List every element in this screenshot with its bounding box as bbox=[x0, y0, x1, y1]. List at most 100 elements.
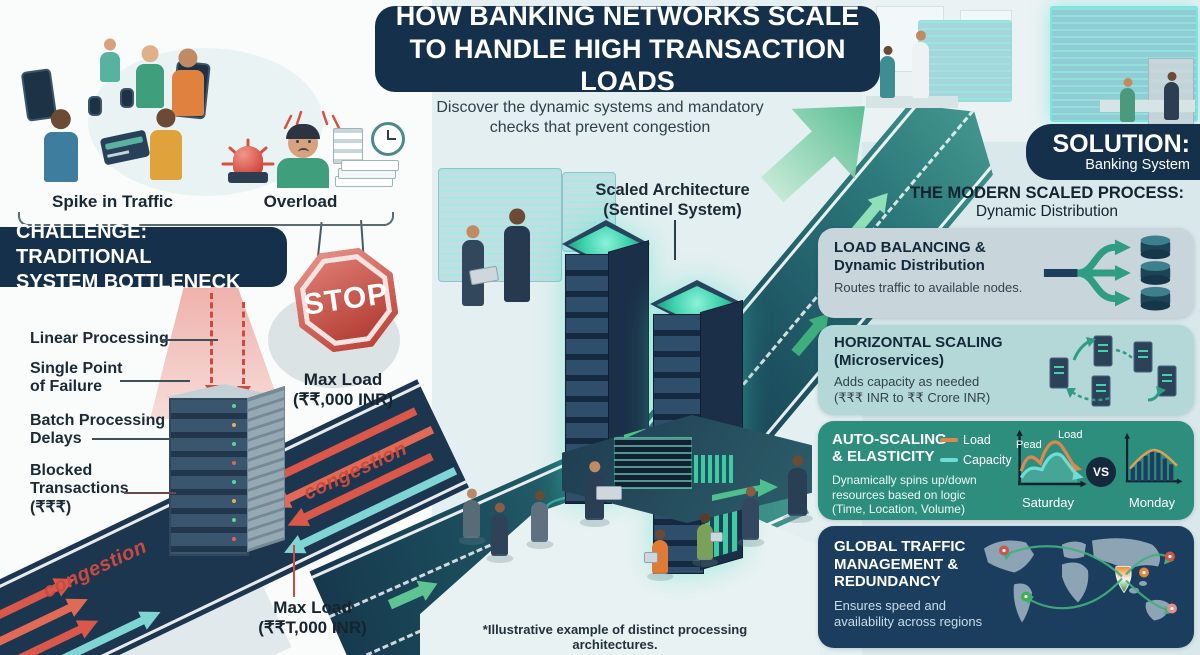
failure-arrow-dashed bbox=[242, 302, 245, 384]
issue-single-point: Single Point of Failure bbox=[30, 360, 123, 396]
overload-illustration bbox=[215, 100, 405, 200]
panel2-title-line2: (Microservices) bbox=[834, 352, 945, 369]
failure-arrow-dashed bbox=[210, 293, 213, 383]
saturday-peak-label: Pead bbox=[1016, 439, 1042, 451]
stressed-person bbox=[277, 124, 329, 188]
crowd-figure bbox=[742, 498, 759, 540]
leader-line bbox=[160, 339, 218, 341]
office-worker bbox=[912, 42, 929, 98]
panel3-title: AUTO-SCALING & ELASTICITY bbox=[832, 431, 947, 466]
crowd-figure bbox=[463, 500, 480, 538]
database-icon bbox=[1140, 286, 1171, 311]
saturday-chart bbox=[1016, 429, 1087, 488]
panel1-title-line2: Dynamic Distribution bbox=[834, 257, 985, 274]
world-map bbox=[984, 538, 1177, 623]
tablet-icon bbox=[644, 552, 658, 563]
phone-icon bbox=[120, 88, 134, 108]
max-load-leader bbox=[293, 545, 295, 597]
siren-rays-icon bbox=[221, 138, 275, 166]
customer-figure bbox=[100, 52, 120, 82]
footnote: *Illustrative example of distinct proces… bbox=[482, 622, 748, 652]
crowd-figure bbox=[585, 474, 604, 520]
database-icon bbox=[1140, 235, 1171, 260]
saturday-load-label: Load bbox=[1058, 429, 1083, 441]
crowd-figure bbox=[531, 502, 548, 542]
customer-figure bbox=[150, 130, 182, 180]
stress-marks-icon bbox=[283, 110, 341, 130]
group-bracket bbox=[18, 212, 394, 226]
code-screen bbox=[438, 168, 562, 282]
panel-auto-scaling: AUTO-SCALING & ELASTICITY Load Capacity … bbox=[818, 421, 1194, 520]
office-worker bbox=[1164, 82, 1179, 120]
monday-axis-label: Monday bbox=[1128, 495, 1176, 510]
issue-batch-delays: Batch Processing Delays bbox=[30, 412, 166, 448]
leader-line bbox=[120, 380, 190, 382]
spike-label: Spike in Traffic bbox=[52, 192, 173, 211]
panel-horizontal-scaling: HORIZONTAL SCALING (Microservices) Adds … bbox=[818, 325, 1194, 415]
process-line1: THE MODERN SCALED PROCESS: bbox=[909, 184, 1185, 202]
issue-linear-processing: Linear Processing bbox=[30, 330, 169, 347]
leader-line bbox=[124, 492, 176, 494]
congestion-road bbox=[0, 379, 469, 655]
vs-badge: VS bbox=[1086, 457, 1116, 487]
legend-capacity-label: Capacity bbox=[963, 453, 1012, 467]
customer-figure bbox=[136, 64, 164, 108]
map-pins bbox=[999, 545, 1177, 614]
architecture-label: Scaled Architecture (Sentinel System) bbox=[595, 181, 750, 219]
panel3-body: Dynamically spins up/down resources base… bbox=[832, 473, 977, 517]
legend-capacity-swatch bbox=[940, 458, 958, 462]
crowd-figure bbox=[491, 514, 508, 556]
solution-badge: SOLUTION: Banking System bbox=[1026, 124, 1200, 180]
issue-blocked-transactions: Blocked Transactions (₹₹₹) bbox=[30, 462, 129, 516]
siren-icon bbox=[233, 146, 263, 174]
tablet-icon bbox=[710, 532, 723, 542]
monday-chart bbox=[1124, 432, 1183, 485]
legend-load-label: Load bbox=[963, 433, 991, 447]
crowd-figure bbox=[652, 540, 668, 574]
office-worker bbox=[1120, 88, 1135, 122]
panel1-title-line1: LOAD BALANCING & bbox=[834, 239, 986, 256]
siren-base bbox=[228, 172, 268, 183]
panel-global-traffic: GLOBAL TRAFFIC MANAGEMENT & REDUNDANCY E… bbox=[818, 526, 1194, 648]
office-worker bbox=[880, 56, 895, 98]
load-balancer-icon bbox=[1043, 235, 1171, 311]
panel1-body: Routes traffic to available nodes. bbox=[834, 280, 1023, 295]
process-line2: Dynamic Distribution bbox=[975, 203, 1119, 220]
title-banner: HOW BANKING NETWORKS SCALE TO HANDLE HIG… bbox=[375, 1, 880, 96]
solution-title: SOLUTION: bbox=[1052, 129, 1191, 158]
engineer-figure bbox=[504, 226, 530, 302]
leader-line bbox=[92, 438, 174, 440]
panel2-title-line1: HORIZONTAL SCALING bbox=[834, 334, 1003, 351]
title-line1: HOW BANKING NETWORKS SCALE bbox=[395, 0, 860, 31]
panel2-body: Adds capacity as needed (₹₹₹ INR to ₹₹ C… bbox=[834, 374, 991, 406]
customer-figure bbox=[172, 70, 204, 116]
office-desk bbox=[866, 96, 958, 108]
solution-subtitle: Banking System bbox=[1085, 157, 1190, 174]
dashboard-bars bbox=[694, 455, 736, 483]
challenge-badge: CHALLENGE: TRADITIONAL SYSTEM BOTTLENECK bbox=[0, 221, 287, 293]
max-load-bottom-label: Max Load (₹₹T,000 INR) bbox=[258, 598, 367, 638]
congestion-arrows bbox=[0, 407, 458, 655]
phone-icon bbox=[88, 96, 102, 116]
saturday-axis-label: Saturday bbox=[1021, 495, 1075, 510]
server-led-lights bbox=[232, 404, 236, 408]
panel3-legend: Load Capacity bbox=[940, 433, 1012, 467]
legacy-server-tower bbox=[166, 384, 286, 566]
laptop-icon bbox=[596, 486, 622, 500]
max-load-top-label: Max Load (₹₹,000 INR) bbox=[292, 370, 394, 410]
customer-figure bbox=[44, 132, 78, 182]
subtitle: Discover the dynamic systems and mandato… bbox=[436, 99, 764, 136]
crowd-figure bbox=[697, 524, 713, 560]
process-title: THE MODERN SCALED PROCESS: Dynamic Distr… bbox=[898, 184, 1196, 221]
panel4-body: Ensures speed and availability across re… bbox=[834, 598, 983, 630]
panel-load-balancing: LOAD BALANCING & Dynamic Distribution Ro… bbox=[818, 228, 1194, 318]
legend-load-swatch bbox=[940, 438, 958, 442]
title-line2: TO HANDLE HIGH TRANSACTION LOADS bbox=[409, 33, 846, 97]
glowing-code-screen bbox=[918, 20, 1012, 102]
crowd-figure bbox=[788, 468, 807, 516]
microservices-icon bbox=[1049, 335, 1177, 407]
database-icon bbox=[1140, 261, 1171, 285]
dashboard-screen bbox=[614, 437, 692, 489]
office-desk bbox=[1100, 100, 1195, 112]
spike-illustration bbox=[0, 0, 420, 220]
